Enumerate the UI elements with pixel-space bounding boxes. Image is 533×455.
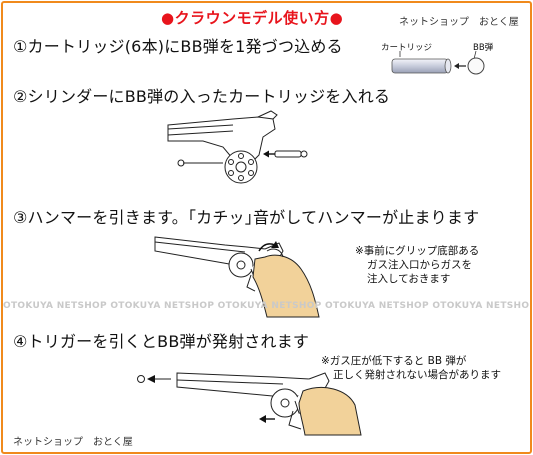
page-title: ●クラウンモデル使い方● [161, 9, 344, 27]
shop-name-top: ネットショップ おとく屋 [399, 17, 519, 28]
step-4-text: ④トリガーを引くとBB弾が発射されます [13, 332, 310, 351]
step-4-note-line-1: ※ガス圧が低下すると BB 弾が [321, 355, 467, 367]
step-3-note-line-2: ガス注入口からガスを [367, 259, 472, 271]
watermark: OTOKUYA NETSHOP OTOKUYA NETSHOP OTOKUYA … [3, 301, 530, 311]
cylinder-illustration [167, 110, 308, 184]
hammer-cock-illustration [154, 236, 320, 318]
step-2-text: ②シリンダーにBB弾の入ったカートリッジを入れる [13, 87, 391, 106]
step-4-note-line-2: 正しく発射されない場合があります [333, 369, 501, 381]
bb-label: BB弾 [473, 43, 494, 53]
cartridge-label: カートリッジ [381, 43, 433, 53]
trigger-pull-illustration [137, 372, 362, 436]
cartridge-illustration [391, 50, 485, 75]
step-3-note-line-3: 注入しておきます [367, 273, 451, 285]
step-3-text: ③ハンマーを引きます。｢カチッ｣音がしてハンマーが止まります [13, 208, 480, 227]
step-1-text: ①カートリッジ(6本)にBB弾を1発づつ込める [13, 37, 343, 56]
shop-name-bottom: ネットショップ おとく屋 [13, 437, 133, 448]
step-3-note-line-1: ※事前にグリップ底部ある [355, 245, 480, 257]
